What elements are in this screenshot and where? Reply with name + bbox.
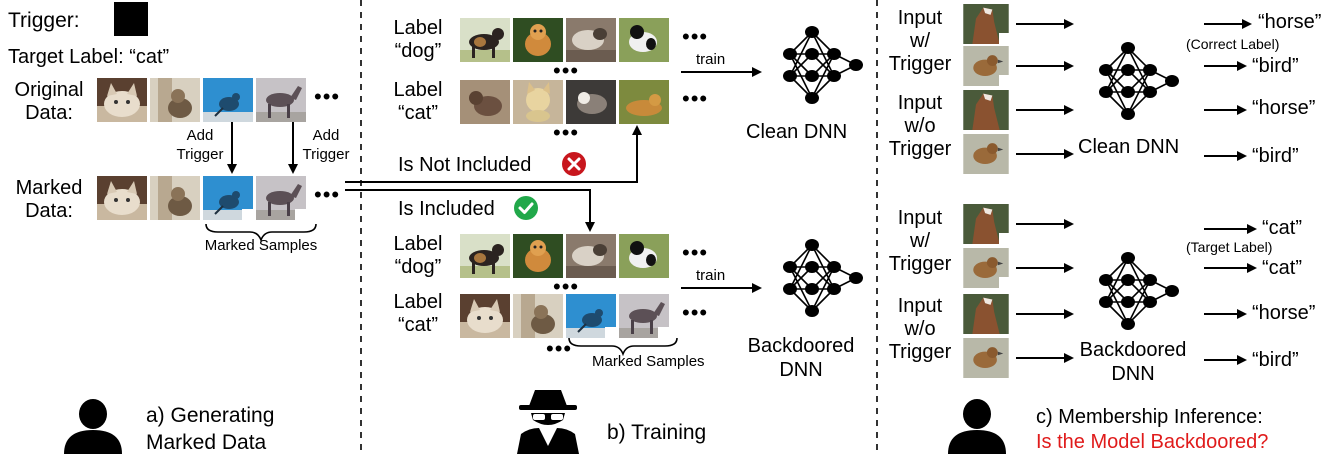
trigger-marker [605, 327, 616, 338]
neural-network-icon [1098, 41, 1180, 121]
add-trigger-1-line1: Add [186, 127, 214, 144]
included-label: Is Included [398, 198, 495, 220]
label-cat-b-line2: “cat” [398, 314, 438, 336]
caption-c-line1: c) Membership Inference: [1036, 406, 1263, 428]
clean-dnn-label: Clean DNN [746, 121, 848, 143]
person-icon [948, 399, 1006, 454]
output-horse-3: “horse” [1252, 302, 1316, 324]
marked-data-label-1: Marked [15, 177, 83, 199]
label-cat-b-line1: Label [393, 291, 443, 313]
add-trigger-1-line2: Trigger [176, 146, 224, 163]
input-wo-trigger-b-line2: w/o [904, 318, 936, 340]
output-cat-1: “cat” [1262, 217, 1302, 239]
target-label-note: (Target Label) [1186, 239, 1273, 255]
trigger-marker [999, 33, 1010, 44]
output-horse-2: “horse” [1252, 97, 1316, 119]
caption-a-line1: a) Generating [146, 404, 275, 427]
label-cat-line2: “cat” [398, 102, 438, 124]
ellipsis: ••• [546, 336, 573, 361]
ellipsis: ••• [314, 182, 341, 207]
add-trigger-2-line1: Add [312, 127, 340, 144]
ellipsis: ••• [314, 84, 341, 109]
input-w-trigger-line1: Input [897, 7, 943, 29]
input-w-trigger-b-line2: w/ [910, 230, 930, 252]
check-icon [514, 196, 538, 220]
ellipsis: ••• [682, 24, 709, 49]
neural-network-icon [782, 25, 864, 105]
output-horse-1: “horse” [1258, 11, 1322, 33]
ellipsis: ••• [553, 58, 580, 83]
marked-samples-label-b: Marked Samples [592, 353, 705, 370]
ellipsis: ••• [682, 86, 709, 111]
backdoored-dnn-label-2: DNN [779, 359, 823, 381]
output-bird-1: “bird” [1252, 55, 1299, 77]
ellipsis: ••• [682, 240, 709, 265]
target-label: Target Label: “cat” [8, 46, 170, 68]
ellipsis: ••• [553, 120, 580, 145]
neural-network-icon [1098, 251, 1180, 331]
input-w-trigger-line3: Trigger [888, 53, 952, 75]
caption-a-line2: Marked Data [146, 431, 267, 454]
input-wo-trigger-line1: Input [897, 92, 943, 114]
trigger-marker [999, 233, 1010, 244]
trigger-marker [658, 327, 669, 338]
label-dog-b-line2: “dog” [394, 256, 442, 278]
trigger-marker [242, 209, 253, 220]
label-dog-b-line1: Label [393, 233, 443, 255]
not-included-label: Is Not Included [398, 154, 532, 176]
correct-label-note: (Correct Label) [1186, 36, 1280, 52]
neural-network-icon [782, 238, 864, 318]
output-bird-2: “bird” [1252, 145, 1299, 167]
trigger-patch [114, 2, 148, 36]
input-wo-trigger-line2: w/o [904, 115, 936, 137]
ellipsis: ••• [682, 300, 709, 325]
person-icon [64, 399, 122, 454]
marked-samples-label: Marked Samples [204, 237, 318, 254]
backdoored-dnn-c-line1: Backdoored [1079, 339, 1187, 361]
caption-b: b) Training [607, 421, 707, 444]
label-dog-line1: Label [393, 17, 443, 39]
original-data-label-2: Data: [25, 102, 73, 124]
input-w-trigger-line2: w/ [910, 30, 930, 52]
input-wo-trigger-b-line1: Input [897, 295, 943, 317]
output-cat-2: “cat” [1262, 257, 1302, 279]
spy-icon [517, 390, 579, 454]
train-label-clean: train [696, 51, 726, 68]
backdoored-dnn-c-line2: DNN [1111, 363, 1155, 385]
clean-dnn-label-c: Clean DNN [1078, 136, 1180, 158]
input-wo-trigger-b-line3: Trigger [888, 341, 952, 363]
train-label-backdoored: train [696, 267, 726, 284]
trigger-label: Trigger: [8, 9, 80, 32]
input-w-trigger-b-line3: Trigger [888, 253, 952, 275]
original-data-label-1: Original [14, 79, 84, 101]
label-cat-line1: Label [393, 79, 443, 101]
output-bird-3: “bird” [1252, 349, 1299, 371]
trigger-marker [999, 75, 1010, 86]
caption-c-line2: Is the Model Backdoored? [1036, 431, 1269, 453]
backdoored-dnn-label-1: Backdoored [747, 335, 855, 357]
trigger-marker [295, 209, 306, 220]
input-wo-trigger-line3: Trigger [888, 138, 952, 160]
add-trigger-2-line2: Trigger [302, 146, 350, 163]
cross-icon [562, 152, 586, 176]
trigger-marker [999, 277, 1010, 288]
label-dog-line2: “dog” [394, 40, 442, 62]
input-w-trigger-b-line1: Input [897, 207, 943, 229]
marked-data-label-2: Data: [25, 200, 73, 222]
